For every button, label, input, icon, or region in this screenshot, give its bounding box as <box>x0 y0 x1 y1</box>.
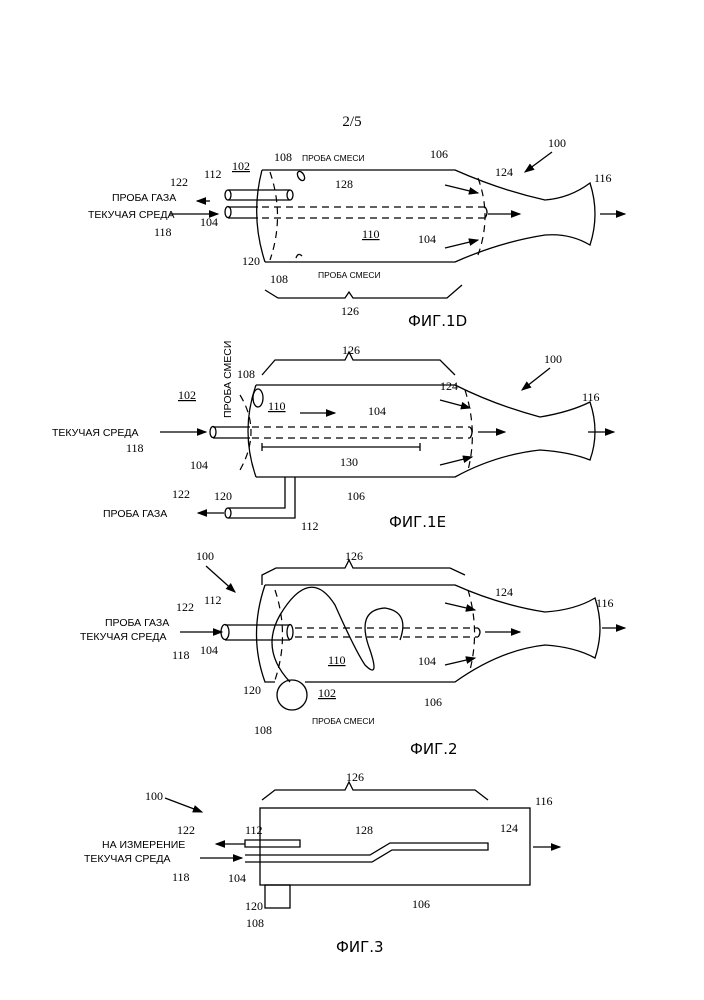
fluid-label: ТЕКУЧАЯ СРЕДА <box>80 631 167 643</box>
ref-104: 104 <box>200 215 218 229</box>
gas-sample-tube <box>228 190 290 200</box>
fluid-label: ТЕКУЧАЯ СРЕДА <box>84 853 171 865</box>
ref-120: 120 <box>242 254 260 268</box>
ref-100: 100 <box>145 789 163 803</box>
ref-130: 130 <box>340 455 358 469</box>
ref-118: 118 <box>126 441 144 455</box>
ref-104: 104 <box>368 404 386 418</box>
ref-116: 116 <box>596 596 614 610</box>
ref-104: 104 <box>228 871 246 885</box>
ref-116: 116 <box>594 171 612 185</box>
gas-sample-tube <box>228 477 295 518</box>
ref-120: 120 <box>214 489 232 503</box>
brace-126 <box>262 560 465 585</box>
mix-sample-port <box>265 885 290 908</box>
ref-112: 112 <box>301 519 319 533</box>
ref-122: 122 <box>172 487 190 501</box>
ref-104: 104 <box>190 458 208 472</box>
ref-112: 112 <box>204 593 222 607</box>
ref-128: 128 <box>355 823 373 837</box>
dimension-130 <box>262 443 420 451</box>
brace-126 <box>265 285 462 298</box>
ref-126: 126 <box>341 304 359 318</box>
mix-sample-port <box>277 680 307 710</box>
ref-126: 126 <box>346 770 364 784</box>
ref-118: 118 <box>154 225 172 239</box>
ref-108: 108 <box>254 723 272 737</box>
ref-118: 118 <box>172 648 190 662</box>
brace-126 <box>262 782 488 800</box>
ref-124: 124 <box>440 379 458 393</box>
ref-110: 110 <box>328 653 346 667</box>
ref-104: 104 <box>418 654 436 668</box>
mix-sample-port <box>253 389 263 407</box>
ref-122: 122 <box>170 175 188 189</box>
ref-100: 100 <box>544 352 562 366</box>
mix-sample-label: ПРОБА СМЕСИ <box>222 341 234 418</box>
ref-102: 102 <box>178 388 196 402</box>
fluid-tube <box>245 843 488 862</box>
ref-108: 108 <box>274 150 292 164</box>
mix-sample-label: ПРОБА СМЕСИ <box>318 270 381 280</box>
ref-116: 116 <box>582 390 600 404</box>
ref-102: 102 <box>318 686 336 700</box>
ref-122: 122 <box>176 600 194 614</box>
ref-104: 104 <box>418 232 436 246</box>
ref-108: 108 <box>237 367 255 381</box>
page-number: 2/5 <box>342 114 361 130</box>
ref-120: 120 <box>243 683 261 697</box>
gas-sample-label: ПРОБА ГАЗА <box>103 508 167 520</box>
ref-124: 124 <box>495 585 513 599</box>
housing-outline <box>256 385 595 477</box>
ref-106: 106 <box>347 489 365 503</box>
ref-100: 100 <box>196 549 214 563</box>
ref-124: 124 <box>500 821 518 835</box>
ref-112: 112 <box>204 167 222 181</box>
figure-caption: ФИГ.1D <box>408 312 467 330</box>
figure-3: 100 104 106 108 112 116 118 120 122 124 … <box>84 770 560 956</box>
swirl-path <box>272 587 403 682</box>
mix-sample-label: ПРОБА СМЕСИ <box>312 716 375 726</box>
ref-110: 110 <box>268 399 286 413</box>
fluid-label: ТЕКУЧАЯ СРЕДА <box>52 427 139 439</box>
measure-label: НА ИЗМЕРЕНИЕ <box>102 839 185 851</box>
gas-sample-label: ПРОБА ГАЗА <box>112 192 176 204</box>
figure-caption: ФИГ.1Е <box>389 513 446 531</box>
fluid-tube <box>213 427 250 438</box>
ref-106: 106 <box>430 147 448 161</box>
fluid-tube <box>295 628 478 637</box>
gas-sample-tube <box>225 625 290 640</box>
figure-caption: ФИГ.2 <box>410 740 458 758</box>
housing-outline <box>262 170 595 262</box>
ref-108: 108 <box>246 916 264 930</box>
ref-112: 112 <box>245 823 263 837</box>
ref-124: 124 <box>495 165 513 179</box>
gas-sample-label: ПРОБА ГАЗА <box>105 617 169 629</box>
ref-116: 116 <box>535 794 553 808</box>
figure-1d: 100 102 104 104 106 108 108 110 112 116 … <box>88 136 625 330</box>
ref-118: 118 <box>172 870 190 884</box>
ref-110: 110 <box>362 227 380 241</box>
fluid-tube <box>228 207 258 218</box>
figure-1e: 100 102 104 104 106 108 110 112 116 118 … <box>52 341 614 533</box>
ref-128: 128 <box>335 177 353 191</box>
ref-120: 120 <box>245 899 263 913</box>
fluid-label: ТЕКУЧАЯ СРЕДА <box>88 209 175 221</box>
ref-126: 126 <box>345 549 363 563</box>
ref-104: 104 <box>200 643 218 657</box>
mix-sample-label: ПРОБА СМЕСИ <box>302 153 365 163</box>
ref-126: 126 <box>342 343 360 357</box>
ref-106: 106 <box>412 897 430 911</box>
ref-106: 106 <box>424 695 442 709</box>
ref-108: 108 <box>270 272 288 286</box>
measure-tube <box>245 840 300 847</box>
figure-caption: ФИГ.3 <box>336 938 384 956</box>
figure-2: 100 102 104 104 106 108 110 112 116 118 … <box>80 549 625 758</box>
ref-100: 100 <box>548 136 566 150</box>
ref-102: 102 <box>232 159 250 173</box>
ref-122: 122 <box>177 823 195 837</box>
